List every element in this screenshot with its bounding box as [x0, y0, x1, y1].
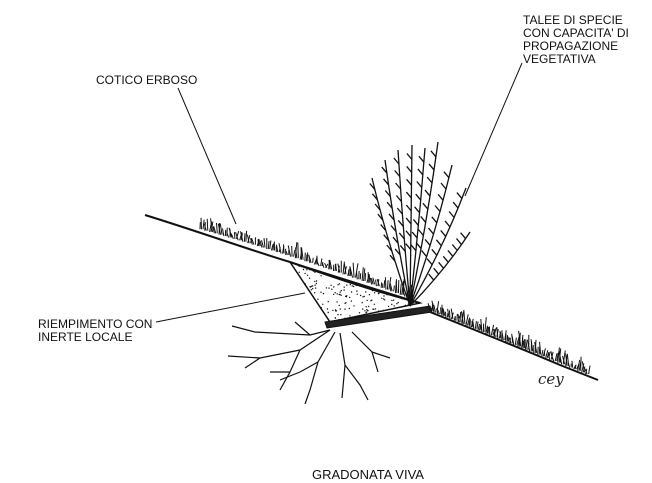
label-cotico-erboso: COTICO ERBOSO [96, 74, 197, 87]
leader-talee [465, 63, 522, 196]
leader-cotico [178, 88, 236, 224]
label-talee: TALEE DI SPECIE CON CAPACITA' DI PROPAGA… [523, 14, 629, 66]
label-riempimento: RIEMPIMENTO CON INERTE LOCALE [38, 318, 152, 344]
diagram-title: GRADONATA VIVA [312, 468, 424, 481]
leader-riempimento [156, 293, 305, 322]
cutting-base [325, 306, 432, 328]
artist-signature: cey [538, 370, 564, 388]
roots [228, 322, 390, 404]
slope-lower [430, 312, 598, 380]
